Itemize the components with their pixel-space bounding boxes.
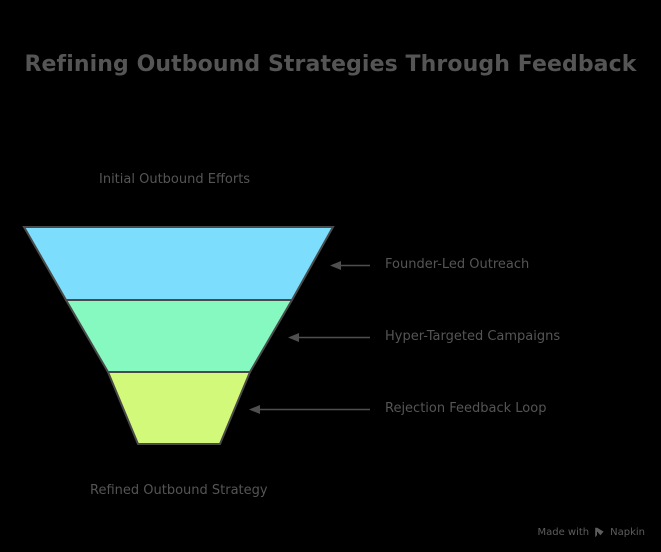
page-title: Refining Outbound Strategies Through Fee…	[24, 52, 637, 77]
funnel-stage-label-hyper-targeted-campaigns: Hyper-Targeted Campaigns	[385, 329, 561, 344]
left-arrow-icon-hyper-targeted-campaigns	[288, 333, 370, 342]
funnel-bottom-caption: Refined Outbound Strategy	[90, 483, 268, 498]
funnel-top-caption: Initial Outbound Efforts	[99, 172, 251, 187]
napkin-watermark: Made with Napkin	[537, 527, 645, 538]
funnel-band-hyper-targeted-campaigns[interactable]	[64, 299, 294, 373]
left-arrow-icon-founder-led-outreach	[330, 261, 370, 270]
left-arrow-icon-rejection-feedback-loop	[249, 405, 370, 414]
funnel-stage-label-rejection-feedback-loop: Rejection Feedback Loop	[385, 401, 547, 416]
napkin-logo-icon	[594, 527, 605, 538]
watermark-made-with-text: Made with	[537, 527, 590, 538]
funnel-stage-label-founder-led-outreach: Founder-Led Outreach	[385, 257, 530, 272]
funnel-band-founder-led-outreach[interactable]	[22, 226, 335, 301]
funnel-band-rejection-feedback-loop[interactable]	[106, 371, 252, 445]
watermark-brand-text: Napkin	[610, 527, 645, 538]
